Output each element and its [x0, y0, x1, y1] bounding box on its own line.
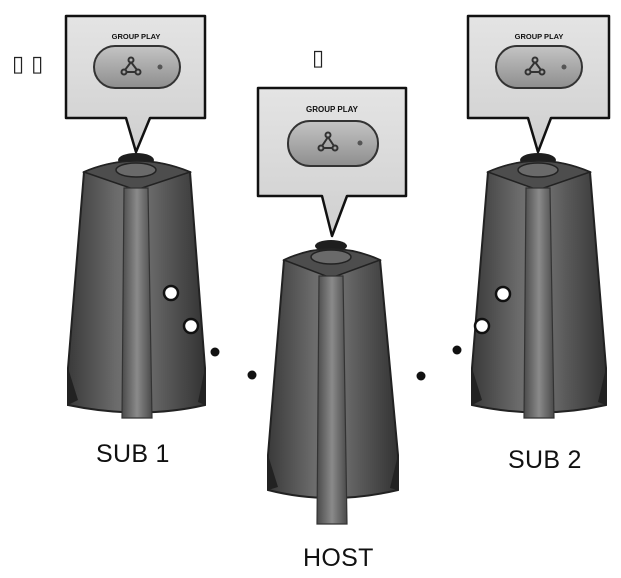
sub2-label: SUB 2: [508, 446, 582, 474]
sub1-button-indicator: [182, 317, 200, 335]
host-press-marker: ▯: [312, 46, 325, 71]
led-dot-icon: [561, 64, 567, 70]
group-play-icon: [317, 131, 339, 152]
group-play-icon: [524, 56, 546, 76]
host-group-play-label: GROUP PLAY: [306, 105, 359, 114]
connection-dots-right: [416, 345, 462, 381]
led-dot-icon: [157, 64, 163, 70]
sub1-group-play-label: GROUP PLAY: [112, 32, 161, 41]
sub1-callout: GROUP PLAY: [64, 14, 207, 154]
sub2-callout: GROUP PLAY: [466, 14, 611, 154]
host-callout: GROUP PLAY: [256, 86, 408, 238]
sub1-press-marker: ▯ ▯: [12, 52, 44, 77]
sub2-speaker: [471, 153, 607, 419]
host-label: HOST: [303, 544, 374, 572]
sub2-buttons: [473, 285, 512, 335]
sub1-speaker: [67, 153, 206, 419]
led-dot-icon: [357, 140, 363, 146]
sub2-button-indicator: [494, 285, 512, 303]
sub2-button-indicator: [473, 317, 491, 335]
host-speaker: [267, 240, 399, 525]
sub2-group-play-label: GROUP PLAY: [515, 32, 564, 41]
sub1-group-play-button: [93, 45, 181, 89]
connection-dots-left: [210, 347, 257, 380]
sub1-buttons: [162, 284, 200, 335]
sub1-button-indicator: [162, 284, 180, 302]
group-play-icon: [120, 56, 142, 76]
sub1-label: SUB 1: [96, 440, 170, 468]
